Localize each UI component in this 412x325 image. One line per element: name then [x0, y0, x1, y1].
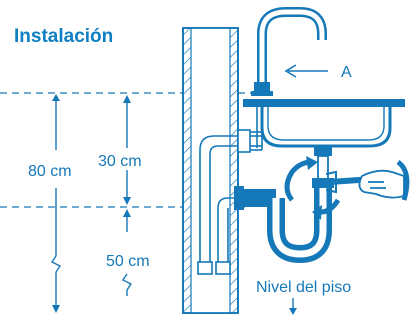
dimension-30cm	[123, 95, 131, 205]
dimension-50cm-label: 50 cm	[106, 253, 150, 270]
faucet-pointer-arrow	[284, 64, 328, 78]
dimension-80cm	[50, 94, 62, 313]
drain-trap-icon	[234, 178, 334, 264]
hand-icon	[358, 159, 410, 201]
dimension-50cm	[121, 209, 133, 296]
faucet-label-a: A	[341, 64, 352, 81]
floor-level-arrow	[289, 298, 297, 315]
faucet-icon	[251, 6, 327, 96]
dimension-30cm-label: 30 cm	[98, 153, 142, 170]
diagram-title: Instalación	[14, 26, 113, 47]
floor-level-label: Nivel del piso	[256, 279, 351, 296]
sink-icon	[243, 99, 405, 185]
supply-pipes	[197, 104, 263, 275]
dimension-80cm-label: 80 cm	[28, 163, 72, 180]
rotation-arrows-icon	[284, 156, 341, 220]
